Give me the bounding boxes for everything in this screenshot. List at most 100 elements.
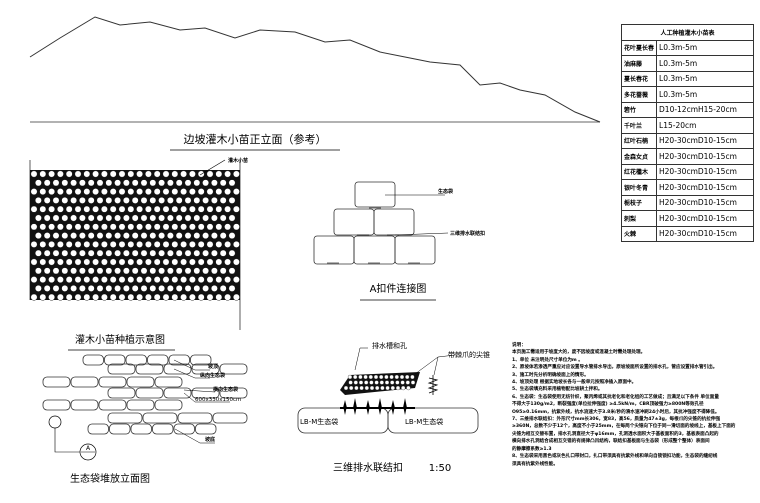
shrub-dot [96,196,104,204]
spike [366,408,370,415]
detail-callout-circle [48,415,62,429]
shrub-dot [140,179,148,187]
shrub-dot [232,240,240,248]
shrub-dot [171,205,179,213]
shrub-dot [136,188,144,196]
shrub-dots [30,170,240,301]
shrub-dot [79,249,86,257]
shrub-dot [101,258,108,266]
shrub-dot [30,258,38,266]
shrub-dot [188,276,196,283]
shrub-dot [83,223,91,231]
shrub-dot [210,249,218,257]
shrub-dot [219,179,227,187]
shrub-dot [202,284,210,292]
shrub-dot [57,205,64,213]
shrub-dot [210,232,218,240]
shrub-dot [144,293,152,301]
shrub-dot [140,214,148,222]
shrub-dot [30,170,38,178]
shrub-dot [57,188,64,196]
shrub-dot [35,232,42,240]
eco-bag [219,387,248,399]
shrub-dot [123,249,130,257]
shrub-dot [140,284,148,292]
shrub-dot [149,267,157,275]
shrub-dot [87,249,95,257]
shrub-dot [79,267,86,275]
shrub-dot [206,188,214,196]
shrub-dot [224,258,232,266]
shrub-dot [166,284,174,292]
shrub-dot [118,170,126,178]
eco-bag [163,363,192,375]
plant-spec: D10-12cmH15-20cm [656,101,754,118]
shrub-dot [140,232,148,240]
shrub-dot [74,276,82,283]
shrub-dot [70,232,78,240]
shrub-dot [92,223,100,231]
eco-bag [154,376,183,388]
eco-bag [177,412,213,424]
shrub-dot [127,188,135,196]
shrub-dot [140,249,148,257]
shrub-dot [188,188,196,196]
drain-hole [349,385,354,391]
shrub-dot [57,240,64,248]
shrub-dot [202,249,210,257]
shrub-dot [131,267,139,275]
shrub-dot [48,258,55,266]
shrub-dot [127,170,135,178]
shrub-dot [206,205,214,213]
shrub-dot [232,170,240,178]
shrub-dot [118,293,126,301]
shrub-dot [136,293,144,301]
shrub-dot [206,258,214,266]
eco-bag [190,354,212,366]
drain-hole [400,380,405,385]
shrub-dot [197,205,205,213]
shrub-dot [92,258,100,266]
shrub-dot [206,240,214,248]
shrub-dot [153,293,161,301]
shrub-plan-title: 灌木小苗种植示意图 [75,333,165,346]
shrub-dot [30,205,38,213]
eco-bag [82,354,104,366]
shrub-dot [136,258,144,266]
shrub-dot [35,284,42,292]
shrub-dot [131,214,139,222]
plant-spec: H20-30cmD10-15cm [656,225,754,242]
shrub-dot [232,205,240,213]
shrub-dot [184,214,192,222]
plant-name: 火棘 [620,225,658,242]
shrub-dot [215,258,223,266]
shrub-dot [180,240,188,248]
shrub-dot [92,293,100,301]
shrub-dot [74,223,82,231]
eco-bag [125,354,147,366]
drain-hole [374,380,379,385]
shrub-dot [180,170,188,178]
shrub-dot [83,170,91,178]
eco-bag [130,423,152,435]
drain-hole [395,385,401,391]
shrub-dot [197,223,205,231]
plant-spec: H20-30cmD10-15cm [656,148,754,165]
shrub-dot [30,276,38,283]
shrub-dot [48,170,55,178]
shrub-dot [206,276,214,283]
shrub-dot [39,170,47,178]
shrub-dot [101,293,108,301]
shrub-dot [123,232,130,240]
shrub-dot [83,258,91,266]
shrub-dot [202,232,210,240]
shrub-dot [131,179,139,187]
shrub-dot [43,214,51,222]
shrub-dot [144,205,152,213]
spike [366,400,370,408]
shrub-dot [118,276,126,283]
note-line: 4、坡顶处理 根据实地坡长各与一般单元按照净插入原面中。 [512,380,637,386]
plant-name: 金森女贞 [620,148,658,165]
